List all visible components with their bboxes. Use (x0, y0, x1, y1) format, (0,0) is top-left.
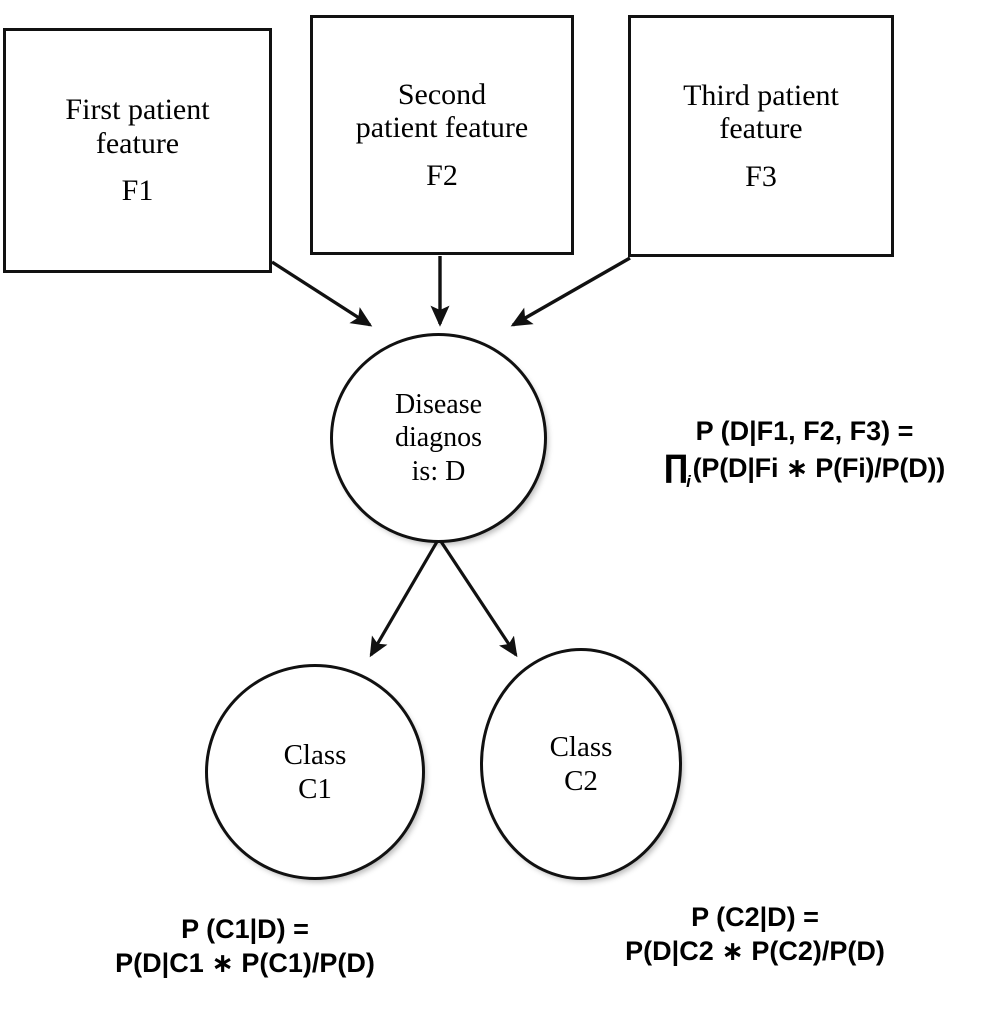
feature-box-f1-title-line1: First patient (65, 93, 210, 127)
edge-disease-to-class2 (438, 539, 518, 658)
feature-box-f1-title-line2: feature (95, 126, 180, 160)
formula-disease-line2: ∏i(P(D|Fi ∗ P(Fi)/P(D)) (618, 448, 991, 492)
feature-box-f1: First patient feature F1 (3, 28, 272, 273)
node-class-c2-line1: Class (549, 730, 613, 763)
formula-disease-line1: P (D|F1, F2, F3) = (695, 416, 914, 446)
formula-class2-posterior: P (C2|D) = P(D|C2 ∗ P(C2)/P(D) (545, 900, 965, 968)
formula-disease-posterior: P (D|F1, F2, F3) = ∏i(P(D|Fi ∗ P(Fi)/P(D… (618, 414, 991, 492)
node-class-c1: Class C1 (205, 664, 425, 880)
edge-f1-to-disease (271, 260, 373, 327)
node-disease-line2: diagnos (394, 422, 483, 454)
product-symbol: ∏ (663, 449, 689, 486)
feature-box-f2: Second patient feature F2 (310, 15, 574, 255)
node-disease-line3: is: D (411, 455, 466, 487)
node-disease-line1: Disease (394, 389, 483, 421)
node-class-c2-line2: C2 (564, 765, 598, 797)
feature-box-f2-title-line1: Second (397, 77, 487, 111)
node-class-c2: Class C2 (480, 648, 682, 880)
node-class-c1-line1: Class (283, 738, 347, 771)
feature-box-f2-code: F2 (426, 158, 458, 192)
edge-f3-to-disease (510, 256, 631, 327)
formula-class1-posterior: P (C1|D) = P(D|C1 ∗ P(C1)/P(D) (35, 912, 455, 980)
feature-box-f1-code: F1 (121, 174, 154, 208)
feature-box-f3: Third patient feature F3 (628, 15, 894, 257)
feature-box-f3-code: F3 (745, 159, 777, 193)
formula-class2-line1: P (C2|D) = (691, 902, 819, 932)
node-disease-diagnosis: Disease diagnos is: D (330, 333, 547, 543)
feature-box-f2-title: Second patient feature (350, 78, 534, 145)
formula-disease-line2-rest: (P(D|Fi ∗ P(Fi)/P(D)) (692, 453, 946, 484)
feature-box-f2-title-line2: patient feature (355, 111, 529, 145)
feature-box-f3-title-line1: Third patient (683, 78, 839, 112)
feature-box-f3-title-line2: feature (719, 112, 803, 146)
edge-disease-to-class1 (369, 539, 440, 658)
product-index: i (686, 472, 691, 492)
formula-class1-line1: P (C1|D) = (181, 914, 309, 944)
formula-class2-line2: P(D|C2 ∗ P(C2)/P(D) (625, 936, 885, 967)
node-class-c1-line2: C1 (298, 773, 332, 805)
feature-box-f3-title: Third patient feature (677, 79, 845, 146)
formula-class1-line2: P(D|C1 ∗ P(C1)/P(D) (115, 948, 375, 979)
feature-box-f1-title: First patient feature (59, 93, 215, 160)
